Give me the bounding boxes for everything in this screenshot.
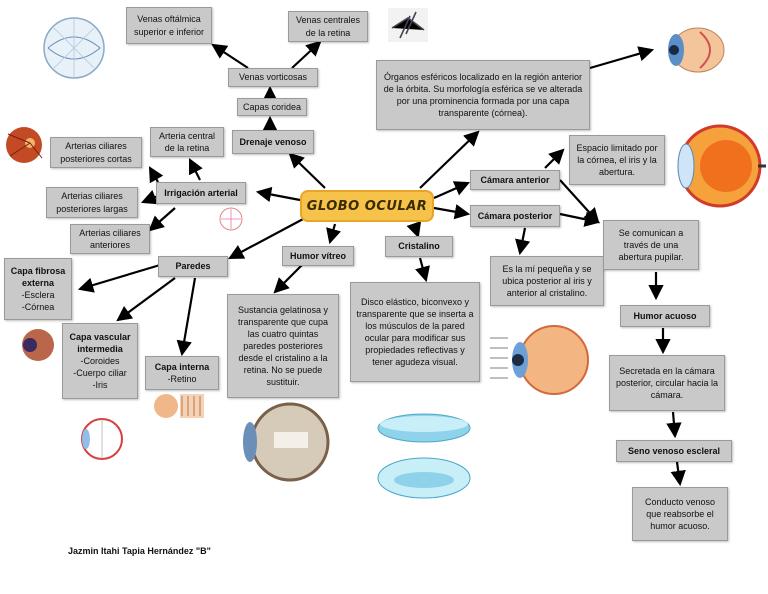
comunican-desc: Se comunican a través de una abertura pu…	[603, 220, 699, 270]
fundus-image	[0, 126, 48, 164]
cristalino-box: Cristalino	[385, 236, 453, 257]
drenaje-venoso-box: Drenaje venoso	[232, 130, 314, 154]
arteria-central-box: Arteria central de la retina	[150, 127, 224, 157]
globo-ocular-center: GLOBO OCULAR	[300, 190, 434, 222]
camara-anterior-box: Cámara anterior	[470, 170, 560, 190]
camara-posterior-box: Cámara posterior	[470, 205, 560, 227]
arterias-largas-box: Arterias ciliares posteriores largas	[46, 187, 138, 218]
vitreous-eye-image	[236, 398, 334, 482]
camara-posterior-desc: Es la mí pequeña y se ubica posterior al…	[490, 256, 604, 306]
retina-layer-image	[152, 390, 206, 422]
arterias-cortas-box: Arterias ciliares posteriores cortas	[50, 137, 142, 168]
capas-coridea-box: Capas coridea	[237, 98, 307, 116]
capa-vascular-box: Capa vascular intermedia -Coroides -Cuer…	[62, 323, 138, 399]
eye-wall-image	[16, 326, 56, 364]
capa-fibrosa-box: Capa fibrosa externa -Esclera -Córnea	[4, 258, 72, 320]
author-credit: Jazmin Itahi Tapia Hernández "B"	[68, 546, 211, 556]
paredes-box: Paredes	[158, 256, 228, 277]
venas-oftalmica-box: Venas oftálmica superior e inferior	[126, 7, 212, 44]
humor-vitreo-desc: Sustancia gelatinosa y transparente que …	[227, 294, 339, 398]
capa-vascular-title: Capa vascular intermedia	[69, 331, 131, 354]
eye-cross-section-small-image	[76, 414, 128, 464]
organos-desc: Órganos esféricos localizado en la regió…	[376, 60, 590, 130]
capa-interna-title: Capa interna	[154, 361, 210, 372]
irrigacion-arterial-box: Irrigación arterial	[156, 182, 246, 204]
venas-vorticosas-box: Venas vorticosas	[228, 68, 318, 87]
eye-chambers-image	[670, 118, 766, 214]
arterias-anteriores-box: Arterias ciliares anteriores	[70, 224, 150, 254]
capa-fibrosa-items: -Esclera -Córnea	[21, 290, 55, 313]
vessels-sketch-image	[216, 206, 246, 232]
cristalino-desc: Disco elástico, biconvexo y transparente…	[350, 282, 480, 382]
camara-anterior-desc: Espacio limitado por la córnea, el iris …	[569, 135, 665, 185]
eye-anatomy-side-image	[660, 22, 726, 78]
seno-venoso-box: Seno venoso escleral	[616, 440, 732, 462]
humor-acuoso-desc: Secretada en la cámara posterior, circul…	[609, 355, 725, 411]
capa-fibrosa-title: Capa fibrosa externa	[10, 265, 66, 288]
venas-centrales-box: Venas centrales de la retina	[288, 11, 368, 42]
seno-venoso-desc: Conducto venoso que reabsorbe el humor a…	[632, 487, 728, 541]
eye-labeled-image	[488, 318, 600, 400]
retina-veins-image	[388, 8, 428, 42]
eye-globe-image	[40, 12, 108, 82]
lens-bottom-image	[366, 456, 478, 504]
capa-vascular-items: -Coroides -Cuerpo ciliar -Iris	[73, 355, 127, 391]
lens-top-image	[366, 402, 478, 450]
capa-interna-box: Capa interna -Retino	[145, 356, 219, 390]
capa-interna-items: -Retino	[167, 374, 197, 384]
humor-vitreo-box: Humor vítreo	[282, 246, 354, 266]
humor-acuoso-box: Humor acuoso	[620, 305, 710, 327]
